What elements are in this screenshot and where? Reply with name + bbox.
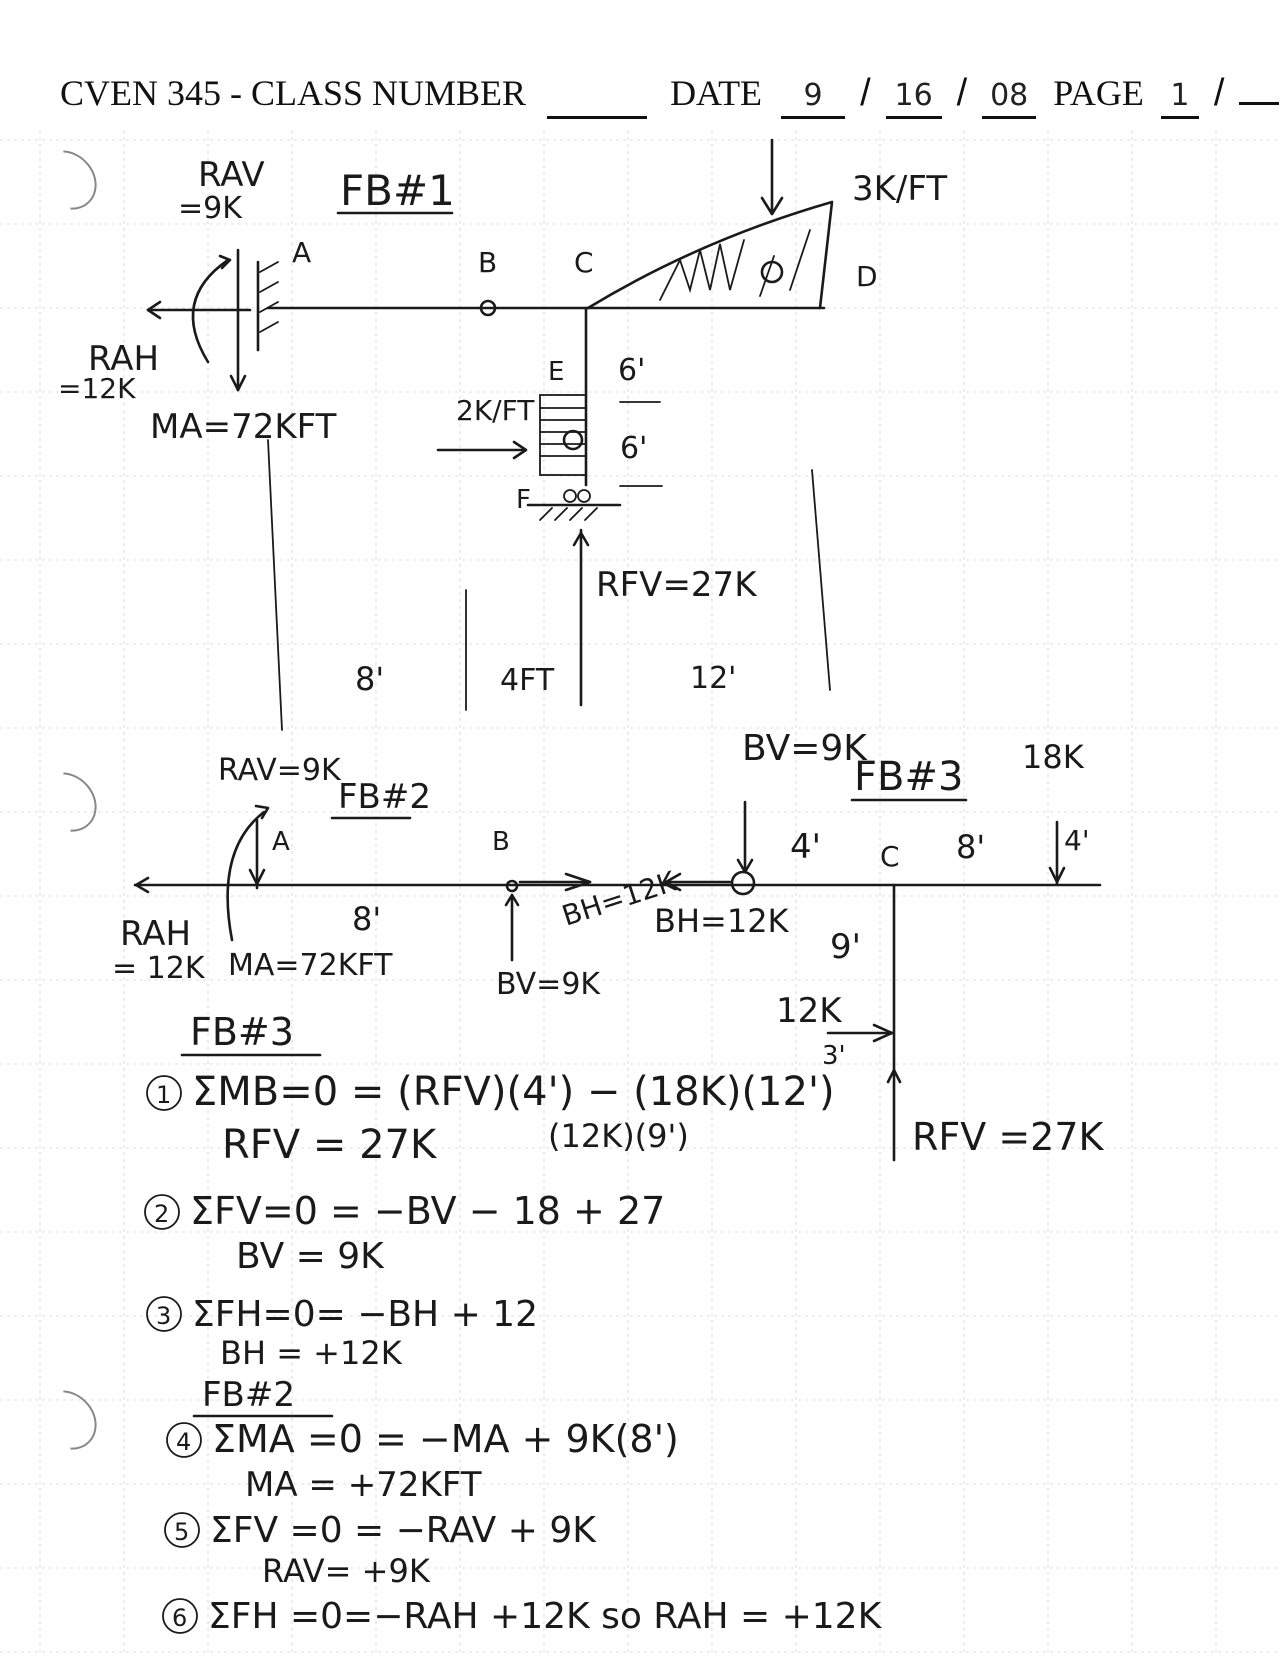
equation-line: BV = 9K — [236, 1236, 385, 1277]
fb3-dim-4b: 4' — [1064, 824, 1090, 857]
dimension-12ft: 12' — [690, 661, 736, 696]
fb1-point-b: B — [478, 246, 497, 279]
fb1-rav-value: =9K — [178, 191, 243, 226]
equation-line: ΣFV =0 = −RAV + 9K — [210, 1510, 597, 1551]
fb1-distributed-load: 3K/FT — [852, 169, 947, 209]
fb2-rah-label: RAH — [120, 914, 191, 954]
equation-number-circle — [166, 1422, 202, 1458]
equation-line: ΣMA =0 = −MA + 9K(8') — [212, 1417, 679, 1461]
fb1-side-load: 2K/FT — [456, 394, 535, 427]
equation-heading: FB#3 — [190, 1010, 294, 1054]
fb2-span: 8' — [352, 900, 381, 938]
fb2-point-b: B — [492, 827, 510, 857]
equation-number-circle — [164, 1512, 200, 1548]
equation-line: ΣMB=0 = (RFV)(4') − (18K)(12') — [192, 1069, 835, 1115]
date-separator: / — [860, 72, 871, 114]
equation-line: ΣFV=0 = −BV − 18 + 27 — [190, 1189, 665, 1233]
fb1-point-e: E — [548, 357, 564, 387]
equation-number-circle — [146, 1296, 182, 1332]
equation-number-circle — [144, 1194, 180, 1230]
date-separator: / — [956, 72, 968, 114]
fb3-dim-3: 3' — [822, 1041, 846, 1071]
fb1-point-d: D — [856, 260, 878, 293]
date-day-field: 16 — [885, 76, 942, 119]
equation-number: 4 — [176, 1428, 191, 1456]
dimension-8ft: 8' — [355, 660, 384, 698]
equation-number: 3 — [156, 1302, 171, 1330]
dimension-4ft: 4FT — [500, 663, 555, 698]
equation-line: ΣFH=0= −BH + 12 — [192, 1294, 538, 1335]
fb3-title: FB#3 — [854, 754, 963, 800]
fb1-dim-upper: 6' — [618, 353, 645, 388]
page-header: CVEN 345 - CLASS NUMBER ​ DATE 9 / 16 / … — [60, 72, 1280, 122]
fb3-point-load: 18K — [1022, 738, 1085, 776]
fb2-rah-value: = 12K — [112, 951, 206, 986]
fb2-rav: RAV=9K — [218, 753, 342, 788]
fb2-title: FB#2 — [338, 777, 431, 817]
fb2-bv: BV=9K — [496, 967, 601, 1002]
equation-number-circle — [162, 1598, 198, 1634]
fb3-bh: BH=12K — [654, 902, 790, 940]
fb3-point-c: C — [880, 840, 900, 873]
equation-number-circle — [146, 1075, 182, 1111]
fb1-title: FB#1 — [340, 166, 455, 215]
equation-heading: FB#2 — [202, 1375, 295, 1415]
fb1-point-a: A — [292, 236, 311, 269]
page-number-field: 1 — [1160, 76, 1199, 119]
fb3-dim-9: 9' — [830, 927, 861, 967]
fb1-moment: MA=72KFT — [150, 407, 337, 447]
fb1-point-f: F — [516, 485, 531, 515]
fb3-dim-4: 4' — [790, 827, 821, 867]
fb1-rah-value: =12K — [58, 372, 136, 405]
equation-line: BH = +12K — [220, 1334, 403, 1372]
fb1-rav-label: RAV — [198, 155, 265, 195]
fb3-dim-8: 8' — [956, 828, 985, 866]
equation-line: RFV = 27K — [222, 1122, 438, 1168]
equation-line: RAV= +9K — [262, 1552, 431, 1590]
fb2-moment: MA=72KFT — [228, 948, 393, 983]
equation-number: 1 — [156, 1081, 171, 1109]
fb1-rah-label: RAH — [88, 339, 159, 379]
course-title: CVEN 345 - CLASS NUMBER — [60, 73, 527, 113]
fb2-fb3-diagram — [133, 800, 1102, 1162]
equation-number: 6 — [172, 1604, 187, 1632]
fb3-bv: BV=9K — [742, 728, 868, 769]
class-number-field: ​ — [547, 76, 648, 119]
equation-line: ΣFH =0=−RAH +12K so RAH = +12K — [208, 1596, 883, 1637]
fb1-point-c: C — [574, 246, 594, 279]
date-year-field: 08 — [982, 76, 1037, 119]
fb3-rfv: RFV =27K — [912, 1115, 1105, 1159]
equation-number: 5 — [174, 1518, 189, 1546]
page-total-field — [1239, 102, 1280, 105]
fb1-dim-lower: 6' — [620, 431, 647, 466]
dimension-lines — [267, 439, 831, 731]
fb1-diagram — [146, 138, 834, 707]
page-label: PAGE — [1053, 73, 1144, 113]
equation-subterm: (12K)(9') — [548, 1117, 689, 1155]
fb1-rfv: RFV=27K — [596, 565, 758, 605]
date-label: DATE — [670, 73, 763, 113]
date-month-field: 9 — [781, 76, 846, 119]
fb2-point-a: A — [272, 827, 290, 857]
equation-line: MA = +72KFT — [245, 1465, 482, 1505]
equation-number: 2 — [154, 1200, 169, 1228]
page-separator: / — [1213, 72, 1225, 114]
fb3-horizontal-force: 12K — [776, 991, 843, 1031]
